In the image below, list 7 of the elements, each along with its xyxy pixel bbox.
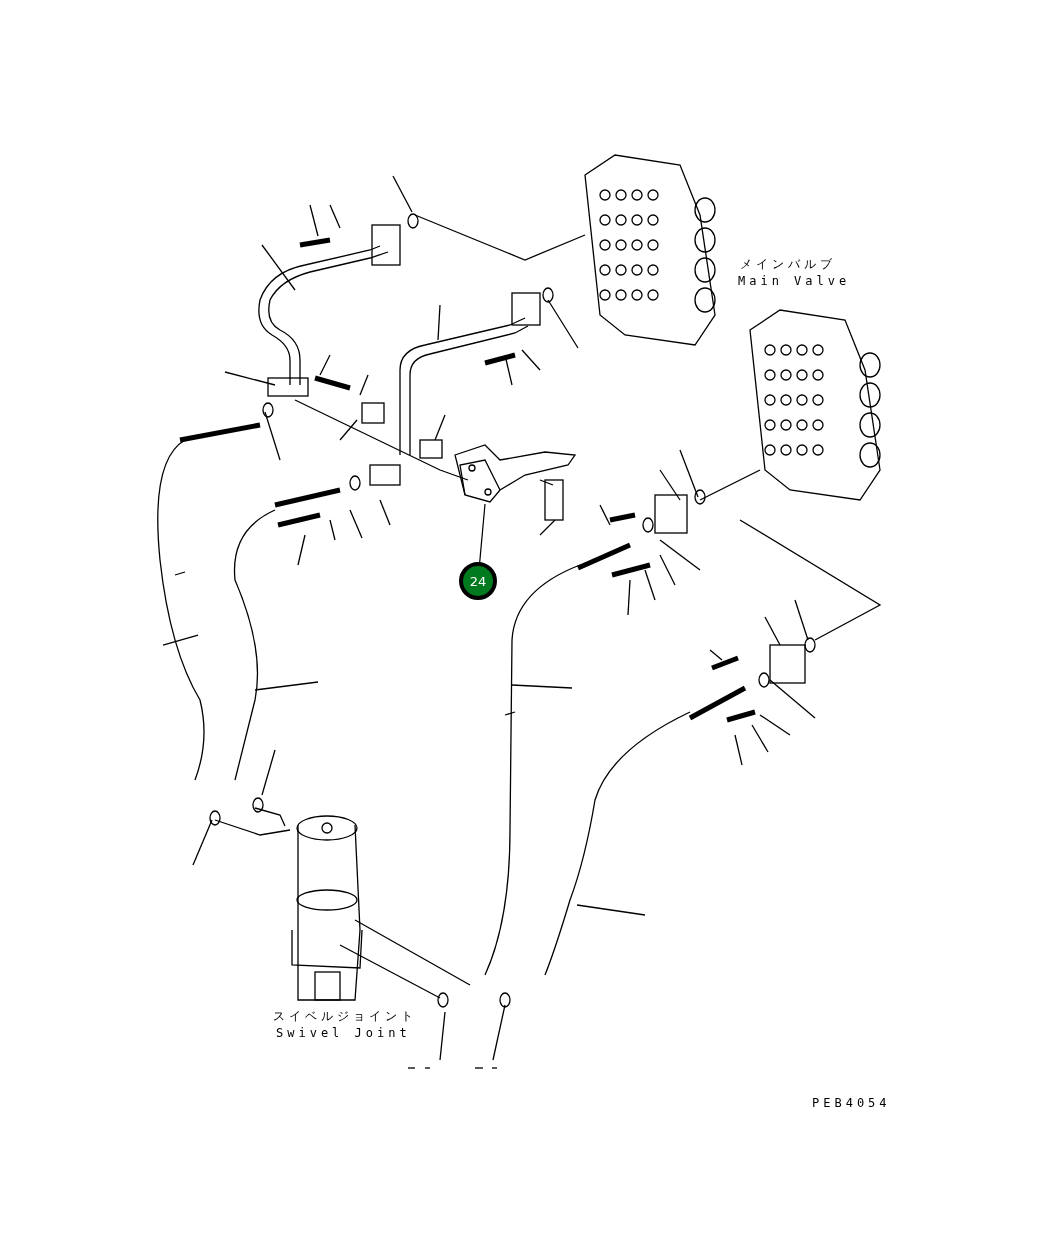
leader-line — [479, 503, 486, 563]
part-label: メインバルブ — [740, 256, 836, 273]
part-label: Main Valve — [738, 274, 851, 288]
part-label: Swivel Joint — [276, 1026, 411, 1040]
drawing-number: PEB4054 — [812, 1096, 891, 1110]
part-label: スイベルジョイント — [273, 1008, 417, 1025]
callout-number: 24 — [459, 562, 497, 600]
